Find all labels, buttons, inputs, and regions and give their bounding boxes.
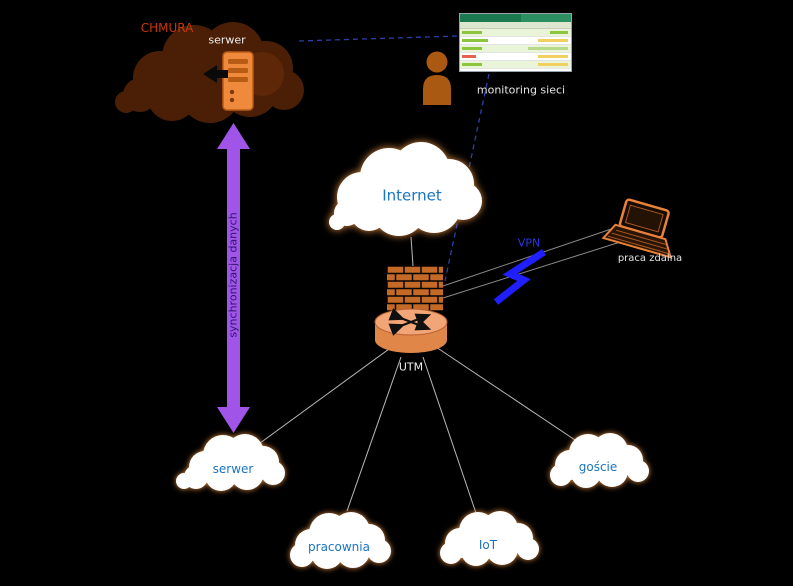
utm-router-icon <box>374 308 448 353</box>
monitoring-thumbnail-toolbar <box>460 22 571 29</box>
cloud-pracownia-label: pracownia <box>308 540 370 554</box>
cloud-serwer <box>176 434 285 491</box>
monitoring-label: monitoring sieci <box>476 83 566 97</box>
cloud-serwer-label: serwer <box>212 462 254 476</box>
monitoring-thumbnail-row <box>460 69 571 71</box>
sync-arrow-label: synchronizacja danych <box>226 212 240 338</box>
routing-arrows-icon <box>388 308 432 336</box>
upload-arrow-icon <box>203 65 228 83</box>
cloud-goscie-label: goście <box>578 460 618 474</box>
vpn-lightning-icon <box>493 249 546 305</box>
chmura-server-label: serwer <box>208 33 246 47</box>
internet-cloud <box>329 142 482 236</box>
sync-arrow <box>217 123 250 433</box>
monitoring-thumbnail-row <box>460 53 571 61</box>
vpn-label: VPN <box>517 236 541 250</box>
remote-work-label: praca zdalna <box>617 253 683 264</box>
monitoring-thumbnail-row <box>460 37 571 45</box>
laptop-icon <box>601 198 673 259</box>
person-icon <box>423 51 451 105</box>
vpn-links <box>442 222 634 299</box>
cloud-pracownia <box>290 512 391 569</box>
monitoring-thumbnail-row <box>460 29 571 37</box>
internet-cloud-label: Internet <box>382 186 442 205</box>
lan-links <box>255 236 585 517</box>
cloud-iot-label: IoT <box>478 538 498 552</box>
cloud-iot <box>440 511 539 566</box>
monitoring-dashboard-thumbnail <box>459 13 572 72</box>
chmura-label: CHMURA <box>140 21 194 35</box>
server-icon <box>203 51 254 111</box>
monitoring-thumbnail-row <box>460 45 571 53</box>
utm-label: UTM <box>398 360 424 374</box>
cloud-goscie <box>550 433 649 488</box>
monitoring-thumbnail-row <box>460 61 571 69</box>
firewall-icon <box>387 266 443 311</box>
monitoring-thumbnail-header <box>460 14 571 22</box>
